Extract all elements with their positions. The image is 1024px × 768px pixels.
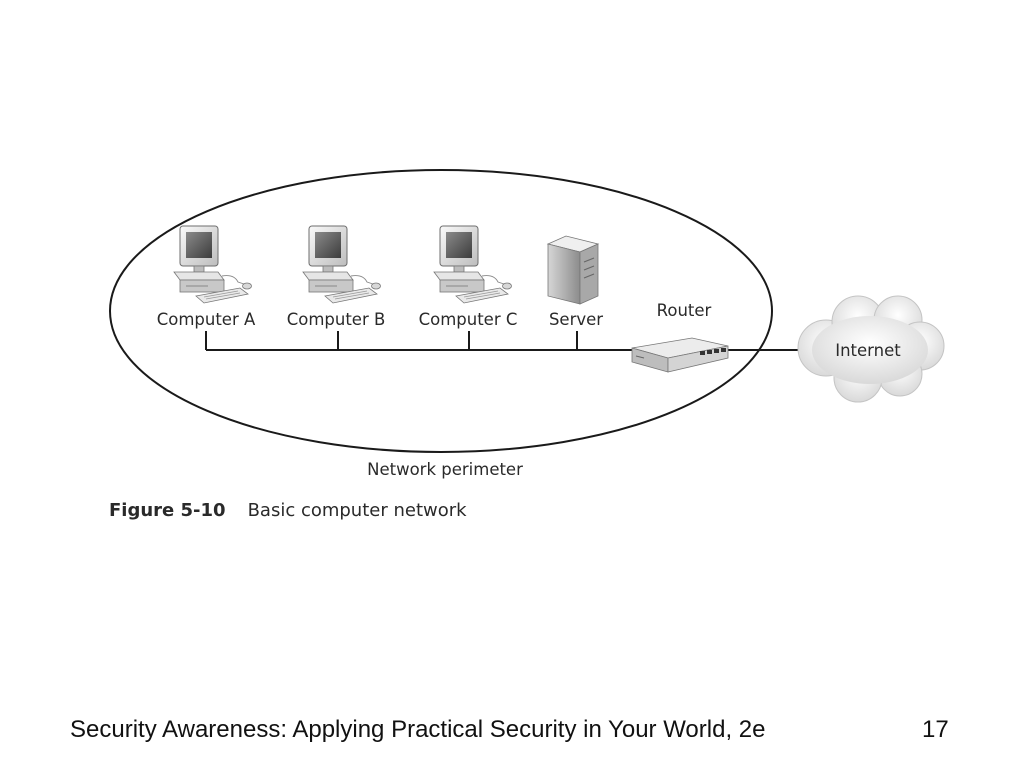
figure-number: Figure 5-10 bbox=[109, 500, 226, 521]
network-perimeter-ellipse bbox=[109, 169, 773, 453]
computer-b-icon bbox=[302, 225, 381, 304]
server-label: Server bbox=[549, 310, 603, 329]
figure-caption-text: Basic computer network bbox=[247, 500, 467, 521]
figure-caption: Figure 5-10 Basic computer network bbox=[109, 500, 467, 521]
computer-c-icon bbox=[433, 225, 512, 304]
page-number: 17 bbox=[922, 716, 949, 743]
server-icon bbox=[546, 235, 600, 305]
computer-a-icon bbox=[173, 225, 252, 304]
computer-a-label: Computer A bbox=[157, 310, 256, 329]
internet-cloud-icon bbox=[797, 295, 945, 403]
network-diagram: Computer A Computer B Computer C Server … bbox=[109, 169, 945, 479]
computer-c-label: Computer C bbox=[419, 310, 518, 329]
footer-title: Security Awareness: Applying Practical S… bbox=[70, 716, 766, 743]
router-label: Router bbox=[657, 301, 712, 320]
computer-b-label: Computer B bbox=[287, 310, 386, 329]
internet-label: Internet bbox=[835, 341, 901, 360]
router-icon bbox=[631, 337, 729, 373]
network-perimeter-label: Network perimeter bbox=[367, 460, 523, 479]
